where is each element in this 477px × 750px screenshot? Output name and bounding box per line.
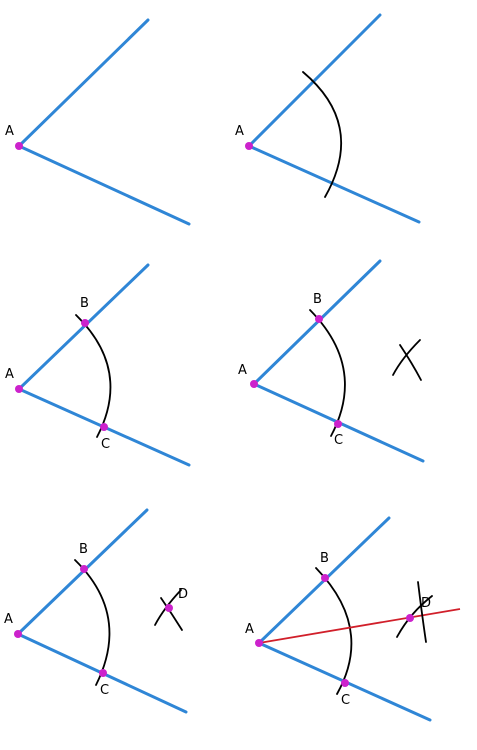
crossing-arc-2 (399, 344, 422, 381)
step-2-panel: A (235, 13, 421, 224)
point-b (81, 319, 89, 327)
label-c: C (101, 437, 110, 452)
label-d: D (178, 587, 188, 602)
point-d (165, 604, 173, 612)
compass-arc (74, 559, 111, 686)
label-c: C (341, 693, 350, 708)
step-6-panel: A B C D (245, 516, 461, 722)
compass-arc (315, 567, 353, 695)
label-a: A (5, 124, 14, 139)
step-3-panel: A B C (5, 263, 191, 467)
ray-upper (17, 263, 150, 391)
label-b: B (79, 542, 88, 557)
label-a: A (238, 363, 247, 378)
label-a: A (4, 612, 13, 627)
label-d: D (421, 596, 431, 611)
ray-lower (247, 144, 421, 224)
label-c: C (334, 433, 343, 448)
label-b: B (80, 296, 89, 311)
crossing-arc-2 (417, 581, 427, 643)
point-b (315, 315, 323, 323)
crossing-arc-1 (392, 339, 421, 376)
label-a: A (5, 367, 14, 382)
point-a (15, 385, 23, 393)
point-c (99, 669, 107, 677)
ray-upper (247, 13, 382, 148)
point-c (100, 423, 108, 431)
ray-upper (17, 18, 150, 148)
point-a (15, 142, 23, 150)
label-b: B (313, 292, 322, 307)
label-a: A (245, 622, 254, 637)
compass-arc (302, 71, 343, 198)
step-5-panel: A B C D (4, 508, 188, 714)
label-c: C (100, 683, 109, 698)
bisector-line (258, 608, 461, 644)
point-b (321, 574, 329, 582)
compass-arc (75, 314, 112, 438)
point-a (245, 142, 253, 150)
ray-upper (252, 259, 382, 386)
ray-lower (17, 144, 191, 226)
point-c (334, 420, 342, 428)
point-a (14, 630, 22, 638)
label-b: B (320, 551, 329, 566)
point-c (341, 679, 349, 687)
step-1-panel: A (5, 18, 191, 226)
step-4-panel: A B C (238, 259, 425, 463)
point-d (406, 614, 414, 622)
point-a (250, 380, 258, 388)
point-b (80, 565, 88, 573)
label-a: A (235, 124, 244, 139)
point-a (255, 639, 263, 647)
crossing-arc-2 (160, 597, 183, 631)
